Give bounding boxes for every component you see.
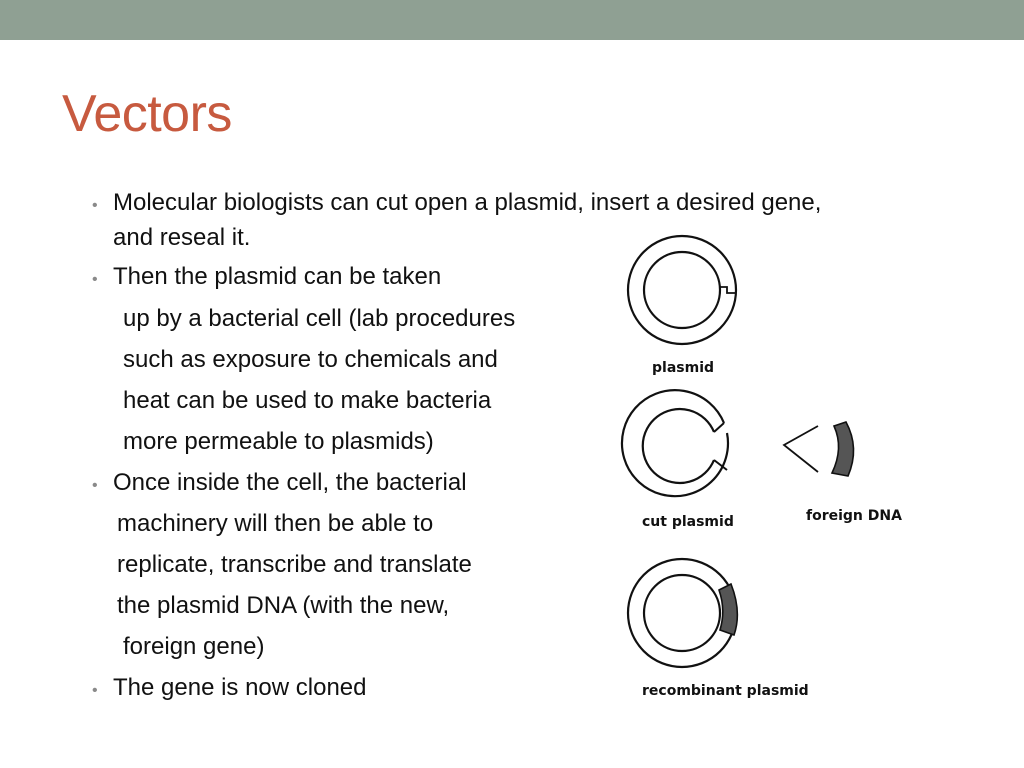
plasmid-diagram-graphic	[620, 234, 855, 669]
cut-plasmid-inner-arc	[641, 407, 716, 485]
plasmid-notch	[720, 286, 736, 294]
cut-plasmid-bottom-end	[713, 459, 728, 471]
recombinant-inner-ring	[642, 573, 722, 653]
body-line-7: more permeable to plasmids)	[123, 428, 434, 455]
plasmid-inner-ring	[642, 250, 722, 330]
recombinant-plasmid-label: recombinant plasmid	[642, 683, 809, 699]
body-line-1: Molecular biologists can cut open a plas…	[113, 189, 822, 216]
bullet-2: •	[92, 271, 98, 288]
bullet-4: •	[92, 682, 98, 699]
cut-plasmid-top-end	[713, 422, 725, 433]
plasmid-label: plasmid	[652, 360, 715, 376]
foreign-dna-arrow	[782, 425, 819, 473]
body-line-11: the plasmid DNA (with the new,	[117, 592, 450, 619]
body-line-5: such as exposure to chemicals and	[123, 346, 498, 373]
top-accent-bar	[0, 0, 1024, 40]
foreign-dna-segment	[830, 421, 855, 477]
body-line-12: foreign gene)	[123, 633, 265, 660]
cut-plasmid-outer-arc	[620, 389, 730, 498]
body-line-8: Once inside the cell, the bacterial	[113, 469, 467, 496]
foreign-dna-figure	[782, 421, 855, 477]
plasmid-outer-ring	[626, 234, 738, 346]
plasmid-diagram: plasmid cut plasmid foreign DNA recombin…	[600, 230, 930, 710]
cut-plasmid-label: cut plasmid	[642, 514, 734, 530]
slide-title: Vectors	[62, 85, 232, 143]
recombinant-plasmid-figure	[626, 557, 739, 669]
body-line-9: machinery will then be able to	[117, 510, 434, 537]
bullet-3: •	[92, 477, 98, 494]
foreign-dna-label: foreign DNA	[806, 508, 902, 524]
body-line-10: replicate, transcribe and translate	[117, 551, 472, 578]
plasmid-figure	[626, 234, 738, 346]
cut-plasmid-figure	[620, 389, 730, 498]
body-line-13: The gene is now cloned	[113, 674, 367, 701]
body-line-6: heat can be used to make bacteria	[123, 387, 492, 414]
body-line-2: and reseal it.	[113, 224, 251, 251]
body-line-3: Then the plasmid can be taken	[113, 263, 442, 290]
recombinant-insert	[718, 582, 739, 637]
bullet-1: •	[92, 197, 98, 214]
body-line-4: up by a bacterial cell (lab procedures	[123, 305, 516, 332]
